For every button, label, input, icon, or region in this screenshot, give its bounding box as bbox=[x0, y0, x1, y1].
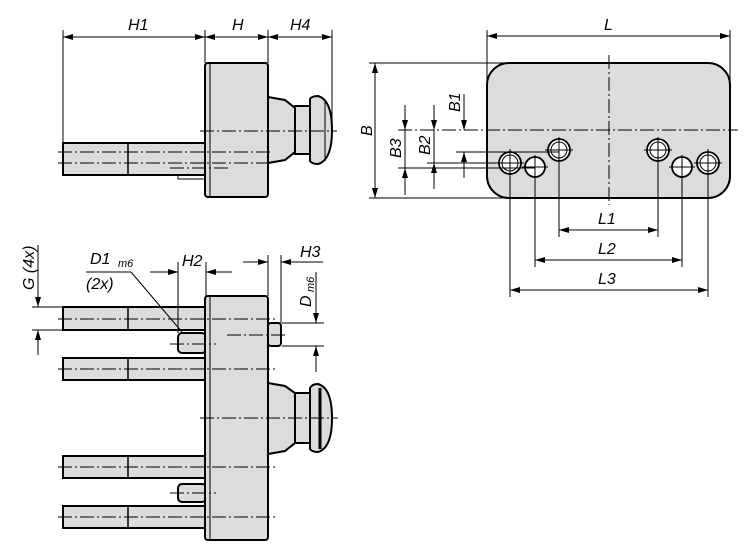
leader-d1 bbox=[130, 271, 183, 333]
label-g: G (4x) bbox=[21, 246, 38, 290]
side-view-top: H1 H H4 bbox=[58, 17, 337, 198]
label-h: H bbox=[232, 17, 244, 34]
label-h3: H3 bbox=[300, 244, 321, 261]
label-l: L bbox=[604, 17, 613, 34]
label-h1: H1 bbox=[128, 17, 148, 34]
front-view: L B B3 B2 B1 L1 L2 L3 bbox=[359, 17, 738, 297]
clamping-pin-head bbox=[309, 94, 334, 166]
clamping-pin-cone bbox=[267, 95, 296, 165]
side-view-bottom: G (4x) D1 m6 (2x) H2 H3 D m6 bbox=[21, 244, 338, 541]
label-b3: B3 bbox=[388, 138, 405, 158]
label-d: D bbox=[298, 295, 315, 307]
label-d1-count: (2x) bbox=[86, 276, 114, 293]
label-b: B bbox=[359, 125, 376, 136]
flange bbox=[204, 295, 269, 541]
threaded-shaft bbox=[62, 142, 207, 176]
holes bbox=[496, 137, 722, 179]
label-h4: H4 bbox=[290, 17, 311, 34]
flange bbox=[204, 62, 269, 198]
label-d1: D1 bbox=[90, 251, 110, 268]
label-l2: L2 bbox=[598, 241, 616, 258]
label-h2: H2 bbox=[182, 253, 203, 270]
label-l3: L3 bbox=[598, 271, 616, 288]
label-b2: B2 bbox=[417, 135, 434, 155]
label-b1: B1 bbox=[447, 92, 464, 112]
label-d1-tolerance: m6 bbox=[118, 258, 134, 270]
label-d-tolerance: m6 bbox=[305, 276, 317, 292]
label-l1: L1 bbox=[598, 211, 616, 228]
dowel-pin bbox=[177, 332, 207, 354]
